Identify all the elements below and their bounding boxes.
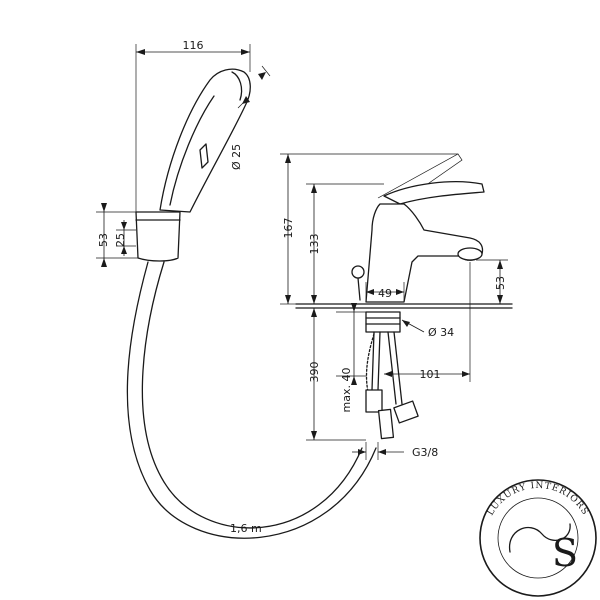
shower-hose (126, 261, 377, 539)
dim-base-diameter: Ø 34 (401, 319, 454, 339)
label-g3-8: G3/8 (412, 446, 438, 459)
label-hose-length: 1,6 m (230, 522, 262, 535)
dim-hose-drop: 390 (306, 308, 366, 441)
hand-shower (159, 68, 251, 213)
tap-connections (365, 311, 419, 440)
shower-holder (135, 211, 181, 262)
dim-spray-diameter: Ø 25 (230, 65, 271, 170)
luxury-interiors-logo: LUXURY INTERIORS S (479, 479, 597, 597)
dim-connector: G3/8 (352, 442, 438, 460)
label-max-40: max. 40 (340, 368, 353, 413)
label-diameter-25: Ø 25 (230, 144, 243, 170)
label-116: 116 (183, 39, 204, 52)
label-diameter-34: Ø 34 (428, 326, 454, 339)
logo-monogram: S (552, 531, 578, 575)
label-167: 167 (282, 218, 295, 239)
label-101: 101 (420, 368, 441, 381)
dim-handshower-width: 116 (135, 39, 251, 212)
label-53-spout: 53 (494, 276, 507, 290)
dim-base-width: 49 (365, 282, 405, 302)
label-49: 49 (378, 287, 392, 300)
label-25-holder: 25 (114, 233, 127, 247)
dim-hose-length: 1,6 m (230, 522, 262, 535)
dim-spout-height: 133 (306, 183, 384, 304)
label-390: 390 (308, 362, 321, 383)
dim-holder: 53 25 (96, 203, 138, 267)
label-53-holder: 53 (97, 233, 110, 247)
dim-max-thickness: max. 40 (336, 303, 366, 412)
dim-spout-to-base: 53 (476, 259, 508, 304)
dim-spout-reach: 101 (384, 262, 471, 382)
dim-total-height: 167 (280, 153, 458, 305)
mixer-tap (295, 153, 513, 309)
label-133: 133 (308, 234, 321, 255)
